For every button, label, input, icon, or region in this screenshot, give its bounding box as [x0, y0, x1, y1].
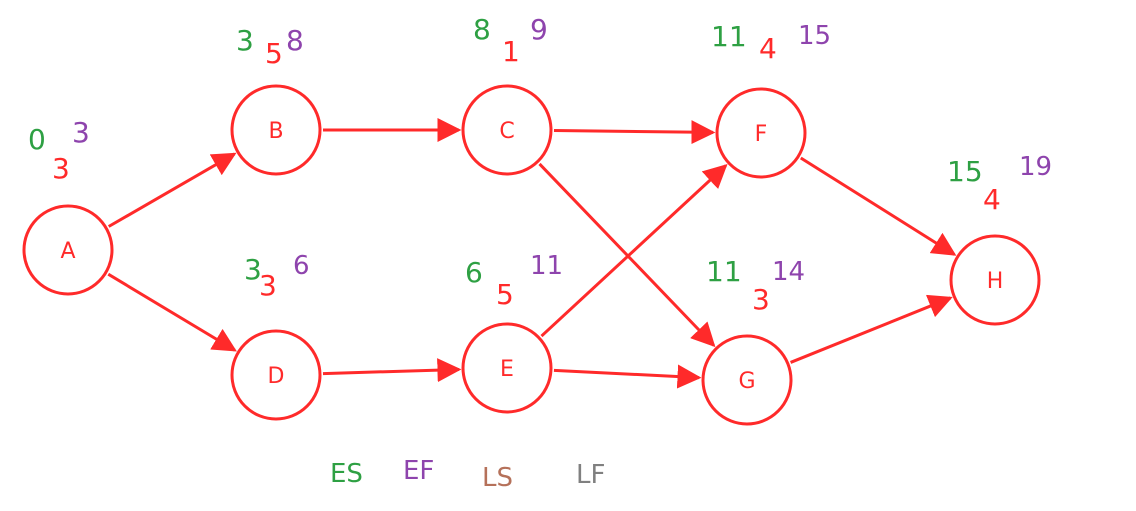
node-c-circle: [461, 84, 553, 176]
node-f-label: F: [755, 122, 768, 147]
node-d-duration-label: 3: [259, 269, 277, 302]
node-d-es-label: 3: [244, 253, 262, 286]
node-c-ef-label: 9: [530, 13, 548, 46]
node-d: D: [230, 329, 322, 421]
node-f-ef-label: 15: [798, 21, 832, 51]
nodes-layer: A B C D E F G H: [22, 84, 1041, 426]
node-f-circle: [715, 87, 807, 179]
node-e-duration-label: 5: [496, 278, 514, 311]
node-b-circle: [230, 84, 322, 176]
node-c-label: C: [499, 119, 514, 144]
node-a-label: A: [60, 239, 75, 264]
node-a-circle: [22, 204, 114, 296]
edge-c-g: [538, 162, 716, 348]
node-g-es-label: 11: [706, 255, 742, 288]
node-a: A: [22, 204, 114, 296]
node-h-label: H: [987, 269, 1004, 294]
node-g-circle: [701, 334, 793, 426]
node-d-circle: [230, 329, 322, 421]
node-b-duration-label: 5: [265, 37, 283, 70]
node-b-ef-label: 8: [286, 24, 304, 57]
legend-ef: EF: [403, 456, 435, 486]
legend-lf: LF: [576, 460, 606, 490]
node-e-ef-label: 11: [530, 251, 564, 281]
node-d-label: D: [268, 364, 285, 389]
node-c-duration-label: 1: [502, 35, 520, 68]
node-g-duration-label: 3: [752, 283, 770, 316]
legend-ls: LS: [482, 463, 513, 493]
legend-es: ES: [330, 459, 363, 489]
node-h-duration-label: 4: [983, 183, 1001, 216]
node-f-es-label: 11: [711, 20, 747, 53]
node-b: B: [230, 84, 322, 176]
edge-f-h: [800, 156, 957, 256]
node-e-label: E: [500, 357, 514, 382]
node-h-ef-label: 19: [1019, 152, 1053, 182]
edge-d-e: [322, 358, 462, 383]
node-g-ef-label: 14: [772, 257, 806, 287]
edge-g-h: [790, 294, 953, 364]
node-g: G: [701, 334, 793, 426]
node-a-ef-label: 3: [72, 116, 90, 149]
node-h-es-label: 15: [947, 155, 983, 188]
node-a-duration-label: 3: [52, 152, 70, 185]
node-g-label: G: [738, 369, 755, 394]
node-b-es-label: 3: [236, 24, 254, 57]
node-c: C: [461, 84, 553, 176]
node-f: F: [715, 87, 807, 179]
edge-a-d: [107, 272, 237, 352]
edge-e-f: [540, 163, 728, 338]
node-b-label: B: [268, 119, 283, 144]
edges-layer: [107, 118, 957, 389]
node-h-circle: [949, 234, 1041, 326]
node-e-circle: [461, 322, 553, 414]
node-d-ef-label: 6: [293, 251, 310, 281]
edge-e-g: [553, 364, 702, 389]
node-h: H: [949, 234, 1041, 326]
edge-c-f: [553, 120, 716, 145]
node-c-es-label: 8: [473, 13, 491, 46]
node-a-es-label: 0: [28, 123, 46, 156]
node-e: E: [461, 322, 553, 414]
node-e-es-label: 6: [465, 256, 483, 289]
node-f-duration-label: 4: [759, 32, 777, 65]
edge-a-b: [107, 152, 237, 228]
